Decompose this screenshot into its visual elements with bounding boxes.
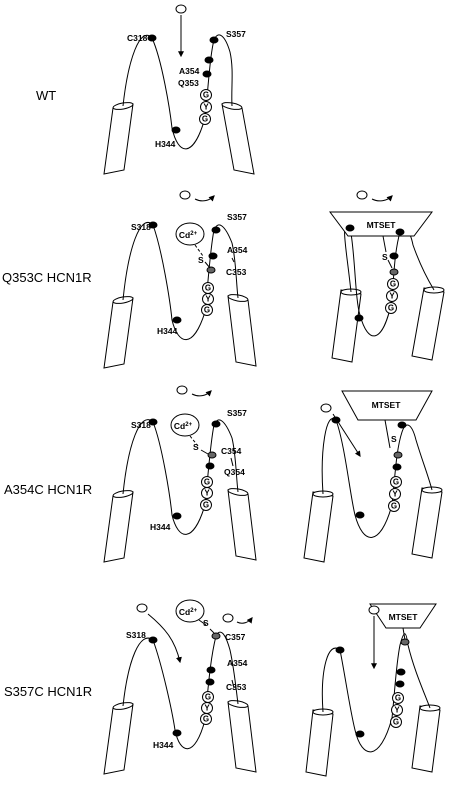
cd-label-p4: Cd2+ [174,421,193,431]
glycine-2: G [202,115,208,124]
svg-text:MTSET: MTSET [372,400,402,410]
row-label-wt: WT [36,88,57,103]
svg-text:S318: S318 [126,630,146,640]
residue-a354 [204,56,214,64]
panel-a354c-cd [103,385,257,563]
svg-text:H344: H344 [150,522,171,532]
mtset-block-p3 [329,211,433,237]
residue-c318 [147,34,157,42]
row-label-q353c: Q353C HCN1R [2,270,92,285]
svg-text:A354: A354 [227,658,248,668]
svg-text:Q354: Q354 [224,467,245,477]
label-c318: C318 [127,33,148,43]
ion-bounce-arrow [194,195,215,202]
cadmium-ion [175,222,205,246]
svg-text:G: G [391,502,397,511]
label-a354: A354 [179,66,200,76]
svg-text:S318: S318 [131,420,151,430]
svg-text:G: G [205,693,211,702]
panel-s357c-mtset [305,603,441,777]
label-q353: Q353 [178,78,199,88]
svg-text:G: G [393,478,399,487]
svg-text:G: G [204,306,210,315]
svg-text:G: G [203,715,209,724]
residue-h344 [171,126,181,134]
svg-text:Y: Y [392,490,398,499]
svg-text:C353: C353 [226,682,247,692]
tyrosine: Y [203,103,209,112]
svg-text:S: S [193,442,199,452]
ion [175,4,187,14]
cd-label-p2: Cd2+ [179,230,198,240]
label-a354-p2: A354 [227,245,248,255]
panel-q353c-cd [103,190,257,369]
label-c353-p2: C353 [226,267,247,277]
panel-a354c-mtset [303,390,443,563]
svg-text:Y: Y [389,292,395,301]
panel-q353c-mtset [329,190,445,363]
svg-text:S: S [203,618,209,628]
label-s357: S357 [226,29,246,39]
svg-text:G: G [390,280,396,289]
svg-text:Y: Y [204,489,210,498]
helix-left [103,103,134,175]
svg-text:G: G [203,501,209,510]
svg-text:G: G [205,284,211,293]
label-s357-p2: S357 [227,212,247,222]
helix-right [221,103,255,175]
svg-text:G: G [393,718,399,727]
label-s318-p2: S318 [131,222,151,232]
row-label-a354c: A354C HCN1R [4,482,93,497]
svg-text:Y: Y [204,704,210,713]
cd-label-p6: Cd2+ [179,607,198,617]
svg-text:G: G [395,694,401,703]
svg-text:Y: Y [205,295,211,304]
svg-text:G: G [388,304,394,313]
svg-text:S: S [391,434,397,444]
residue-q353 [202,70,212,78]
row-label-s357c: S357C HCN1R [4,684,93,699]
svg-text:G: G [204,478,210,487]
sulfur-p3: S [382,252,388,262]
label-h344-p2: H344 [157,326,178,336]
svg-text:S357: S357 [227,408,247,418]
svg-text:C354: C354 [221,446,242,456]
svg-text:H344: H344 [153,740,174,750]
panel-wt [103,4,255,175]
svg-text:C357: C357 [225,632,246,642]
svg-text:MTSET: MTSET [389,612,419,622]
label-h344: H344 [155,139,176,149]
residue-s357 [209,36,219,44]
glycine-1: G [203,91,209,100]
panel-s357c-cd [103,599,257,775]
sulfur-p2: S [198,255,204,265]
svg-text:Y: Y [394,706,400,715]
mtset-label-p3: MTSET [367,220,397,230]
